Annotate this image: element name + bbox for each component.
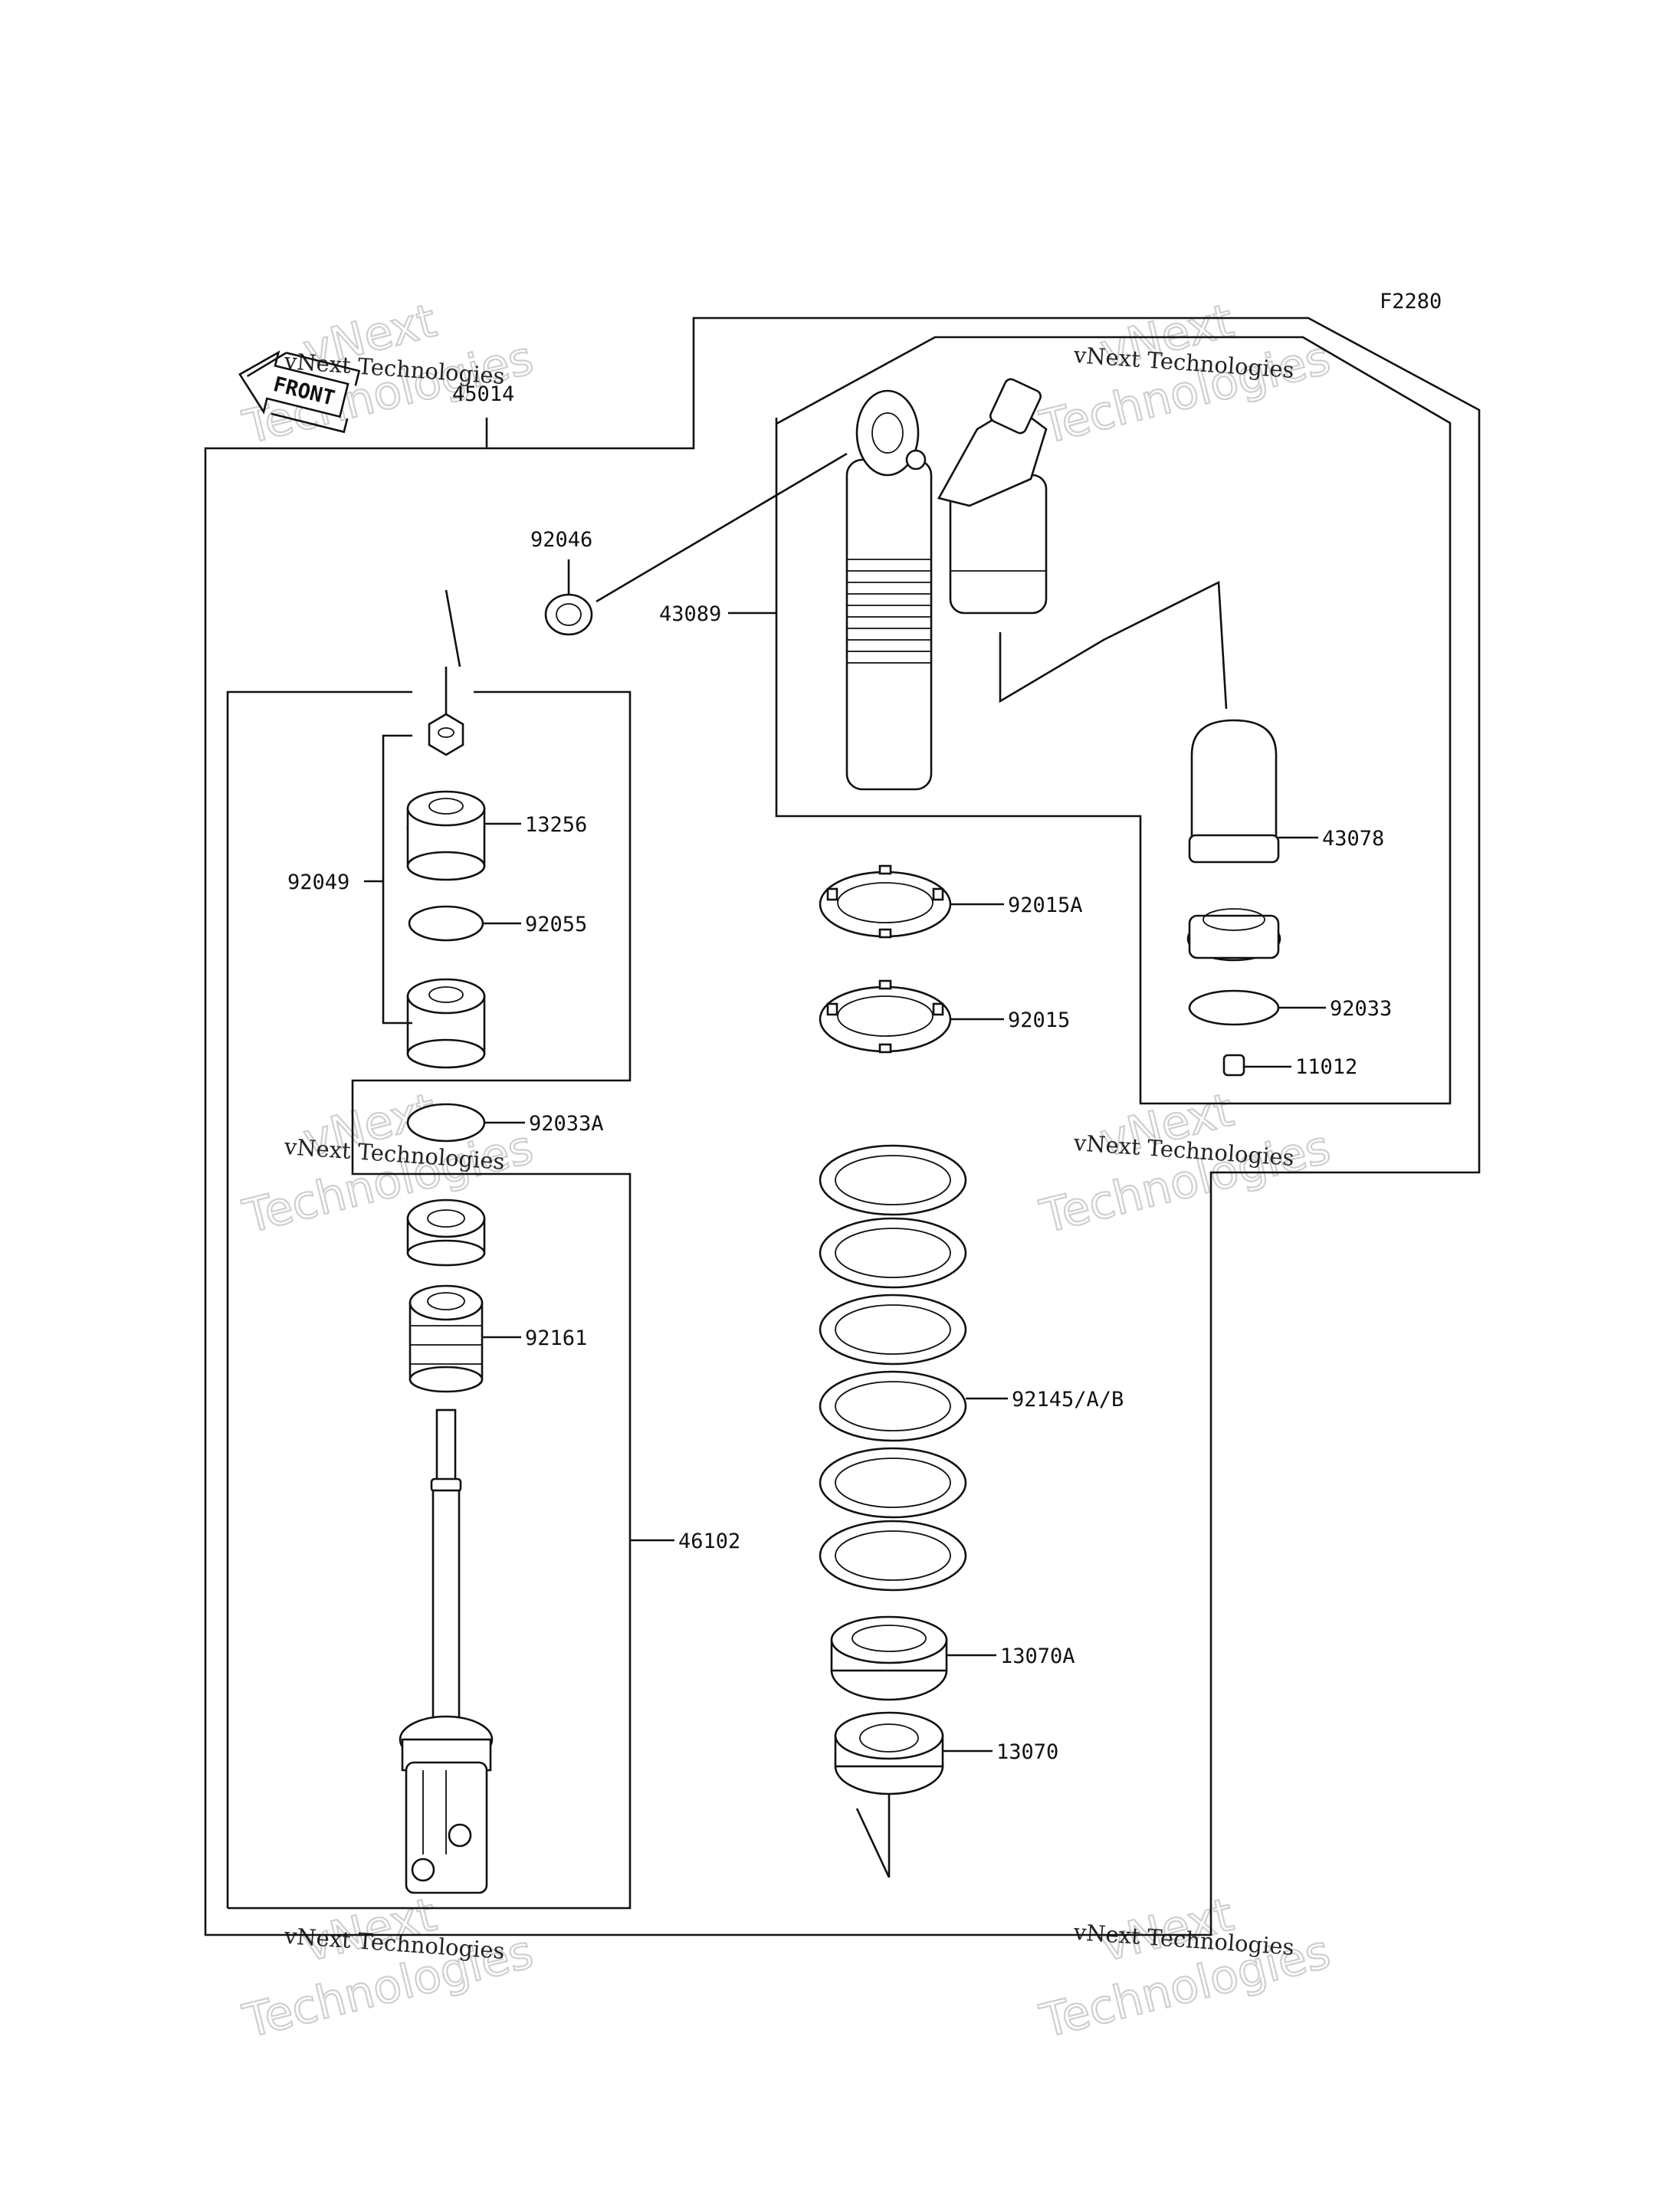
reservoir-leader: [999, 580, 1228, 710]
part-92015-nut: [819, 979, 1004, 1054]
part-92033-circlip: [1188, 989, 1326, 1026]
part-13070a-seat: [830, 1615, 996, 1701]
part-nut: [428, 589, 464, 756]
label-92161: 92161: [525, 1326, 587, 1350]
label-92033a: 92033A: [529, 1112, 604, 1136]
bottom-leader: [855, 1793, 891, 1878]
part-92145-spring: [819, 1144, 1008, 1592]
watermark-layer: vNext Technologies vNext Technologies vN…: [237, 293, 1336, 2049]
part-43089-shock-body: [728, 378, 1048, 791]
label-13256: 13256: [525, 813, 587, 837]
label-92046: 92046: [530, 528, 592, 552]
part-seal-holder: [406, 1199, 486, 1267]
label-92015a: 92015A: [1008, 894, 1083, 917]
part-92033a-circlip: [406, 1103, 525, 1143]
part-13070-seat: [834, 1711, 993, 1795]
figure-code: F2280: [1380, 290, 1442, 313]
part-13256-bushing: [406, 790, 521, 881]
label-92055: 92055: [525, 913, 587, 936]
label-46102: 46102: [678, 1530, 740, 1553]
part-43078-reservoir: [1188, 719, 1318, 864]
part-46102-piston-rod: [399, 1408, 494, 1894]
label-92015: 92015: [1008, 1008, 1070, 1032]
part-11012-valve: [1222, 1054, 1291, 1077]
label-13070: 13070: [996, 1740, 1058, 1764]
part-lower-bushing: [406, 978, 486, 1069]
label-43089: 43089: [659, 602, 721, 626]
label-11012: 11012: [1295, 1055, 1357, 1079]
label-92145ab: 92145/A/B: [1012, 1388, 1124, 1412]
label-45014: 45014: [452, 382, 514, 406]
part-92015a-nut: [819, 864, 1004, 939]
bracket-92049: [382, 734, 412, 1025]
part-92055-o-ring: [408, 905, 521, 942]
part-92161-bump-rubber: [409, 1284, 521, 1393]
label-92049: 92049: [287, 871, 349, 894]
label-43078: 43078: [1322, 827, 1384, 851]
label-92033: 92033: [1330, 997, 1392, 1021]
label-13070a: 13070A: [1000, 1644, 1075, 1668]
assembly-outline: [204, 316, 1481, 1936]
part-92046-bearing: [544, 452, 848, 636]
part-reservoir-cap: [1186, 908, 1281, 962]
